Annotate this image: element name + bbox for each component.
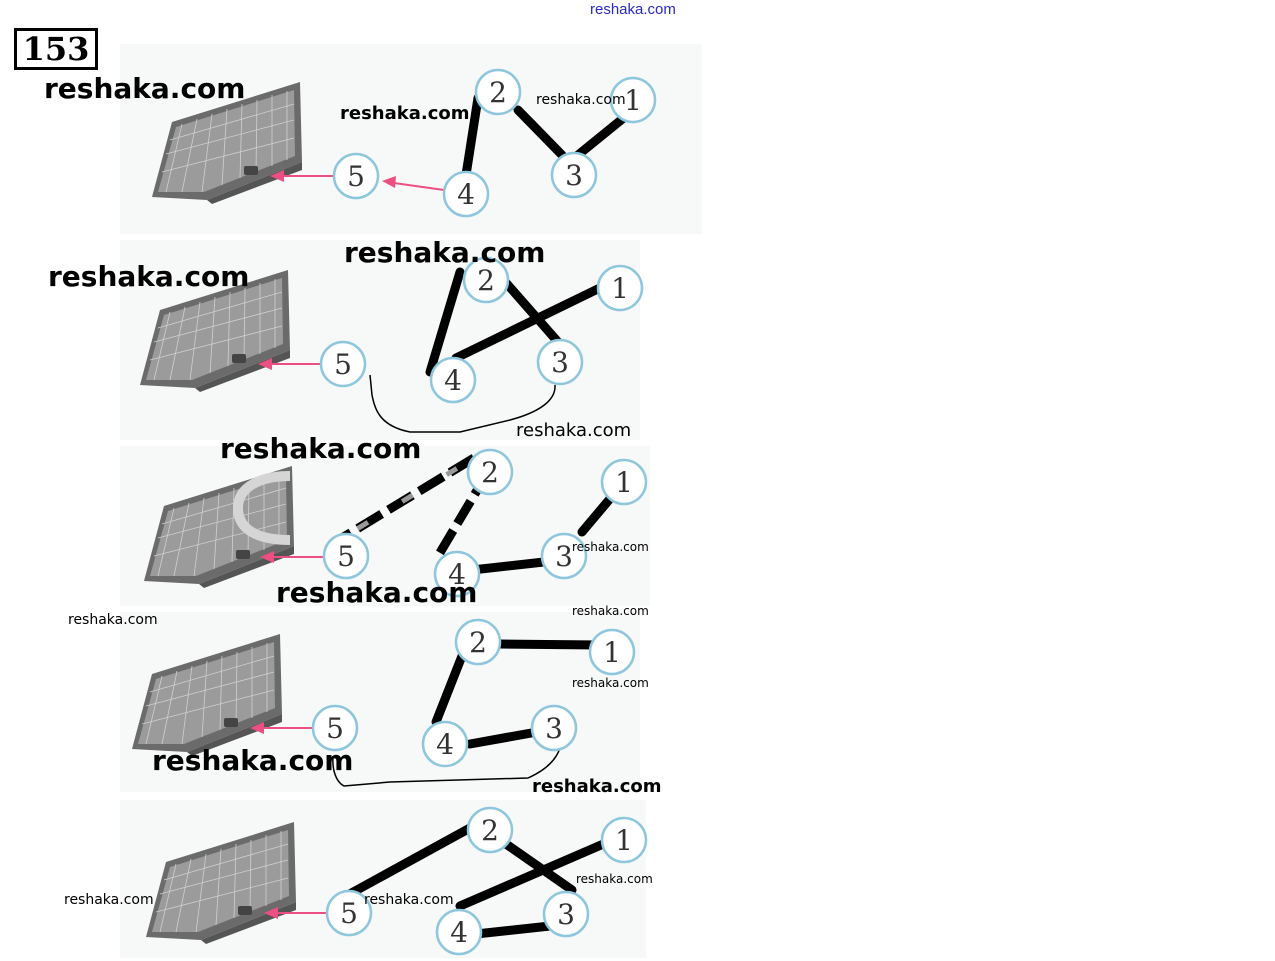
player-node: 3 bbox=[540, 532, 588, 580]
svg-text:3: 3 bbox=[551, 346, 569, 379]
watermark: reshaka.com bbox=[576, 872, 653, 886]
goal-icon bbox=[145, 821, 297, 945]
pass-curve bbox=[332, 747, 561, 787]
player-node: 1 bbox=[588, 628, 636, 676]
svg-text:2: 2 bbox=[469, 626, 487, 659]
player-node: 5 bbox=[325, 889, 373, 937]
player-node: 1 bbox=[609, 76, 657, 124]
watermark: reshaka.com bbox=[220, 432, 422, 465]
watermark: reshaka.com bbox=[364, 892, 454, 908]
svg-text:2: 2 bbox=[481, 814, 499, 847]
pass-line bbox=[425, 267, 465, 377]
watermark: reshaka.com bbox=[64, 892, 154, 908]
svg-text:1: 1 bbox=[611, 272, 629, 305]
pass-line bbox=[451, 279, 613, 363]
svg-text:4: 4 bbox=[444, 364, 462, 397]
player-node: 4 bbox=[433, 550, 481, 598]
svg-text:4: 4 bbox=[436, 728, 454, 761]
svg-text:5: 5 bbox=[340, 897, 358, 930]
svg-text:1: 1 bbox=[615, 466, 633, 499]
pass-line bbox=[461, 93, 483, 180]
goal-icon bbox=[131, 633, 283, 757]
svg-text:5: 5 bbox=[334, 348, 352, 381]
player-node: 1 bbox=[596, 264, 644, 312]
svg-text:1: 1 bbox=[615, 824, 633, 857]
svg-text:5: 5 bbox=[326, 712, 344, 745]
player-node: 3 bbox=[536, 338, 584, 386]
site-link[interactable]: reshaka.com bbox=[590, 1, 676, 18]
player-node: 4 bbox=[442, 170, 490, 218]
watermark: reshaka.com bbox=[48, 260, 250, 293]
watermark: reshaka.com bbox=[572, 604, 649, 618]
player-node: 4 bbox=[429, 356, 477, 404]
watermark: reshaka.com bbox=[344, 236, 546, 269]
svg-text:4: 4 bbox=[448, 558, 466, 591]
task-number: 153 bbox=[14, 28, 98, 70]
watermark: reshaka.com bbox=[572, 540, 649, 554]
player-node: 3 bbox=[550, 151, 598, 199]
pass-line bbox=[431, 651, 467, 727]
player-node: 2 bbox=[466, 448, 514, 496]
player-node: 4 bbox=[421, 720, 469, 768]
svg-text:1: 1 bbox=[624, 84, 642, 117]
pass-line bbox=[455, 837, 613, 911]
svg-text:3: 3 bbox=[565, 159, 583, 192]
player-node: 1 bbox=[600, 458, 648, 506]
svg-text:3: 3 bbox=[557, 898, 575, 931]
goal-icon bbox=[143, 465, 295, 589]
svg-text:2: 2 bbox=[477, 264, 495, 297]
svg-text:2: 2 bbox=[489, 76, 507, 109]
pass-line bbox=[341, 823, 475, 901]
pass-line bbox=[573, 111, 631, 160]
watermark: reshaka.com bbox=[68, 612, 158, 628]
player-node: 2 bbox=[466, 806, 514, 854]
svg-text:3: 3 bbox=[555, 540, 573, 573]
svg-text:4: 4 bbox=[457, 178, 475, 211]
diagram-1: 1 2 3 4 5 bbox=[270, 68, 657, 218]
player-node: 1 bbox=[600, 816, 648, 864]
watermark: reshaka.com bbox=[516, 420, 632, 441]
player-node: 2 bbox=[462, 256, 510, 304]
watermark: reshaka.com bbox=[340, 103, 470, 124]
player-node: 5 bbox=[322, 532, 370, 580]
pass-line bbox=[513, 105, 567, 160]
player-node: 3 bbox=[530, 704, 578, 752]
pass-line bbox=[495, 639, 605, 650]
player-node: 4 bbox=[435, 908, 483, 956]
pass-curve bbox=[369, 374, 556, 433]
pass-line bbox=[495, 271, 563, 347]
diagram-5: 1 2 3 4 5 bbox=[264, 806, 648, 956]
player-node: 5 bbox=[319, 340, 367, 388]
svg-text:5: 5 bbox=[337, 540, 355, 573]
watermark: reshaka.com bbox=[536, 92, 626, 108]
watermark: reshaka.com bbox=[572, 676, 649, 690]
player-node: 2 bbox=[454, 618, 502, 666]
svg-text:5: 5 bbox=[347, 160, 365, 193]
pass-line bbox=[471, 921, 555, 939]
diagram-4: 1 2 3 4 5 bbox=[250, 618, 636, 787]
player-node: 2 bbox=[474, 68, 522, 116]
svg-text:1: 1 bbox=[603, 636, 621, 669]
player-node: 3 bbox=[542, 890, 590, 938]
player-node: 5 bbox=[332, 152, 380, 200]
svg-text:2: 2 bbox=[481, 456, 499, 489]
watermark: reshaka.com bbox=[152, 744, 354, 777]
pass-line bbox=[577, 489, 619, 537]
watermark: reshaka.com bbox=[44, 72, 246, 105]
player-node: 5 bbox=[311, 704, 359, 752]
diagram-2: 1 2 3 4 5 bbox=[258, 256, 644, 433]
svg-text:4: 4 bbox=[450, 916, 468, 949]
svg-text:3: 3 bbox=[545, 712, 563, 745]
pass-line bbox=[467, 557, 549, 575]
diagram-3: 1 2 3 4 5 bbox=[232, 448, 648, 598]
watermark: reshaka.com bbox=[532, 776, 662, 797]
watermark: reshaka.com bbox=[276, 576, 478, 609]
